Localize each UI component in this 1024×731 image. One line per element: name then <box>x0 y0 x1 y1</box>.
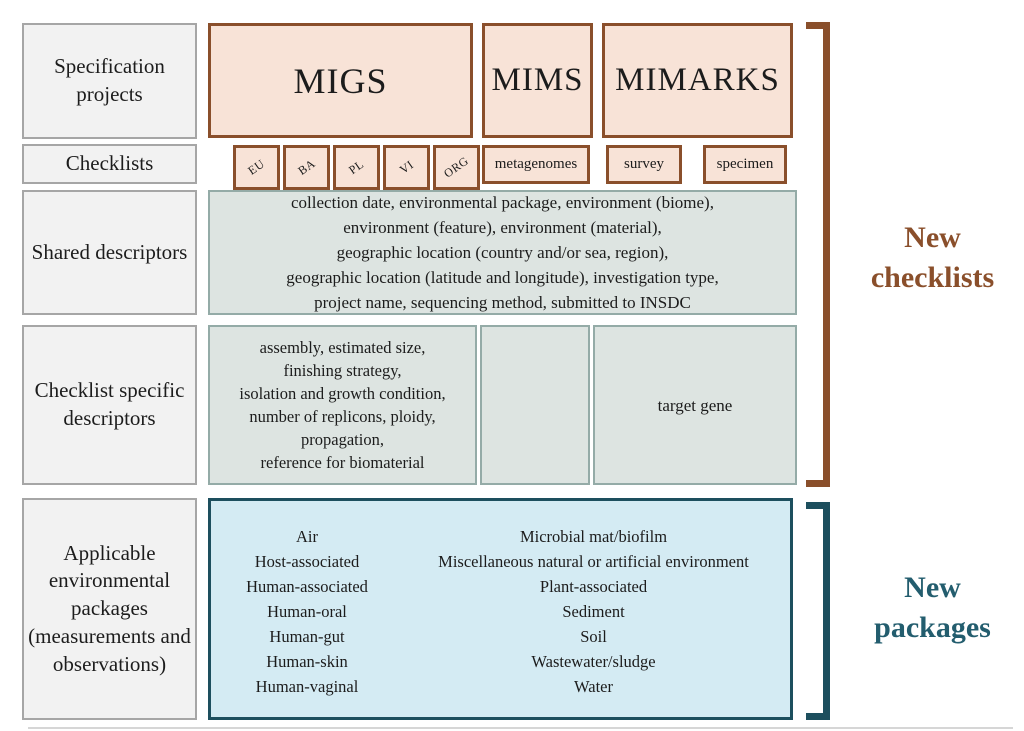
checklist-label: BA <box>294 156 318 178</box>
environmental-packages-column-1: Air Host-associated Human-associated Hum… <box>246 527 368 696</box>
checklist-specific-migs-box: assembly, estimated size, finishing stra… <box>208 325 477 485</box>
row-label-specification-projects: Specification projects <box>22 23 197 139</box>
checklist-box-metagenomes: metagenomes <box>482 145 590 184</box>
bottom-divider <box>28 727 1013 729</box>
checklist-specific-mimarks-text: target gene <box>657 395 733 415</box>
row-label-checklists: Checklists <box>22 144 197 184</box>
checklist-specific-migs-text: assembly, estimated size, finishing stra… <box>239 338 446 472</box>
checklist-box-survey: survey <box>606 145 682 184</box>
checklist-label: specimen <box>716 156 774 172</box>
row-label-text: Applicable environmental packages (measu… <box>28 540 191 676</box>
environmental-packages-box: Air Host-associated Human-associated Hum… <box>208 498 793 720</box>
project-name: MIMARKS <box>615 62 780 98</box>
checklist-specific-mimarks-box: target gene <box>593 325 797 485</box>
shared-descriptors-text: collection date, environmental package, … <box>286 193 719 312</box>
checklist-label: metagenomes <box>494 156 578 172</box>
project-name: MIGS <box>293 60 388 101</box>
checklist-label: PL <box>346 157 367 178</box>
row-label-text: Specification projects <box>54 54 165 106</box>
environmental-packages-column-2: Microbial mat/biofilm Miscellaneous natu… <box>438 527 749 696</box>
checklist-box-eu: EU <box>233 145 280 190</box>
new-checklists-bracket <box>806 22 830 487</box>
checklist-label: VI <box>396 157 416 177</box>
row-label-text: Checklists <box>65 151 154 176</box>
checklist-box-specimen: specimen <box>703 145 787 184</box>
project-box-migs: MIGS <box>208 23 473 138</box>
checklist-box-org: ORG <box>433 145 480 190</box>
row-label-text: Checklist specific descriptors <box>34 378 185 430</box>
row-label-applicable-environmental-packages: Applicable environmental packages (measu… <box>22 498 197 720</box>
checklist-box-pl: PL <box>333 145 380 190</box>
shared-descriptors-box: collection date, environmental package, … <box>208 190 797 315</box>
project-box-mims: MIMS <box>482 23 593 138</box>
project-name: MIMS <box>491 62 584 98</box>
project-box-mimarks: MIMARKS <box>602 23 793 138</box>
new-packages-bracket <box>806 502 830 720</box>
row-label-shared-descriptors: Shared descriptors <box>22 190 197 315</box>
row-label-checklist-specific-descriptors: Checklist specific descriptors <box>22 325 197 485</box>
migs-checklist-row: EU BA PL VI ORG <box>233 145 480 190</box>
new-packages-annotation: New packages <box>874 571 991 644</box>
row-label-text: Shared descriptors <box>31 239 188 264</box>
checklist-specific-mims-box <box>480 325 590 485</box>
new-checklists-annotation: New checklists <box>870 221 995 294</box>
checklist-box-ba: BA <box>283 145 330 190</box>
checklist-label: ORG <box>441 153 472 181</box>
checklist-label: EU <box>245 156 268 178</box>
checklist-label: survey <box>624 156 664 172</box>
checklist-box-vi: VI <box>383 145 430 190</box>
